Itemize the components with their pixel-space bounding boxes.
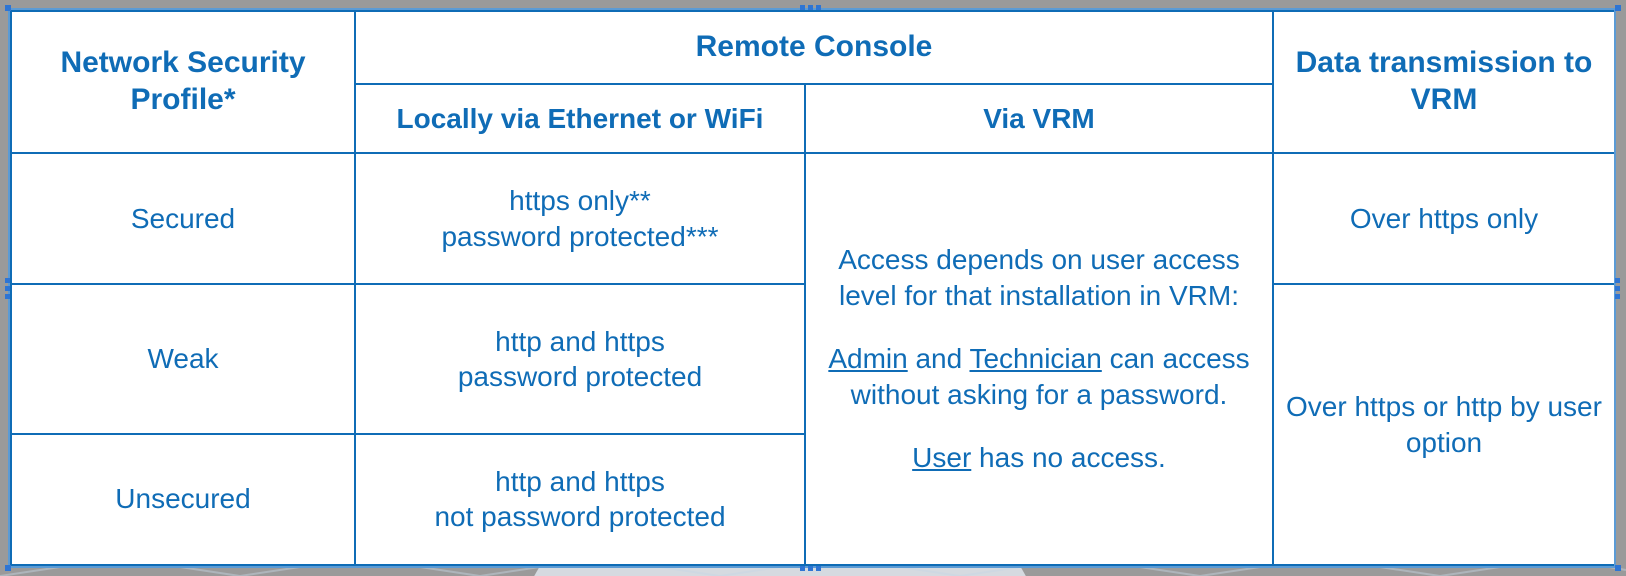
local-access-weak-line2: password protected [457, 361, 703, 392]
table: Network Security Profile* Remote Console… [10, 9, 1616, 567]
table-row: Secured https only** password protected*… [10, 152, 1616, 566]
resize-handle-bottom-left[interactable] [5, 565, 11, 571]
resize-handle-right-middle[interactable] [1615, 278, 1620, 299]
via-vrm-paragraph-3-tail: has no access. [971, 441, 1166, 473]
resize-handle-top-center[interactable] [800, 5, 821, 10]
local-access-unsecured-line1: http and https [495, 466, 665, 498]
transmission-secured: Over https only [1272, 152, 1616, 286]
profile-unsecured: Unsecured [10, 432, 356, 567]
via-vrm-access-description: Access depends on user access level for … [804, 152, 1274, 566]
security-profile-table: Network Security Profile* Remote Console… [10, 9, 1616, 567]
resize-handle-top-left[interactable] [5, 5, 11, 11]
header-via-vrm: Via VRM [804, 83, 1274, 155]
transmission-weak-unsecured: Over https or http by user option [1272, 283, 1616, 566]
local-access-secured-line2: password protected*** [441, 220, 719, 252]
local-access-weak-line1: http and https [495, 325, 665, 357]
via-vrm-paragraph-3: User has no access. [816, 440, 1262, 476]
resize-handle-left-middle[interactable] [5, 278, 10, 299]
local-access-secured: https only** password protected*** [354, 152, 806, 286]
resize-handle-top-right[interactable] [1615, 5, 1621, 11]
profile-secured: Secured [10, 152, 356, 286]
via-vrm-paragraph-2-tail: can access without asking for a password… [850, 342, 1250, 411]
role-user: User [912, 441, 972, 473]
resize-handle-bottom-right[interactable] [1615, 565, 1621, 571]
header-data-transmission-to-vrm: Data transmission to VRM [1272, 9, 1616, 155]
table-row: Weak http and https password protected O… [10, 283, 1616, 566]
via-vrm-conjunction: and [907, 342, 970, 374]
via-vrm-spacer-2 [816, 414, 1262, 440]
header-locally-via-ethernet-or-wifi: Locally via Ethernet or WiFi [354, 83, 806, 155]
resize-handle-bottom-center[interactable] [800, 566, 821, 571]
header-remote-console: Remote Console [354, 9, 1274, 86]
local-access-secured-line1: https only** [509, 185, 651, 217]
table-header-row-2: Locally via Ethernet or WiFi Via VRM [11, 83, 1615, 155]
header-network-security-profile: Network Security Profile* [10, 9, 356, 155]
local-access-unsecured-line2: not password protected [434, 501, 726, 533]
local-access-unsecured: http and https not password protected [354, 432, 806, 567]
via-vrm-spacer-1 [816, 315, 1262, 341]
via-vrm-paragraph-1: Access depends on user access level for … [838, 244, 1240, 312]
profile-weak: Weak [10, 283, 356, 435]
table-header-row-1: Network Security Profile* Remote Console… [10, 9, 1616, 155]
role-admin: Admin [828, 342, 908, 374]
role-technician: Technician [969, 342, 1102, 374]
via-vrm-paragraph-2: Admin and Technician can access without … [816, 341, 1262, 414]
local-access-weak: http and https password protected [354, 283, 806, 435]
